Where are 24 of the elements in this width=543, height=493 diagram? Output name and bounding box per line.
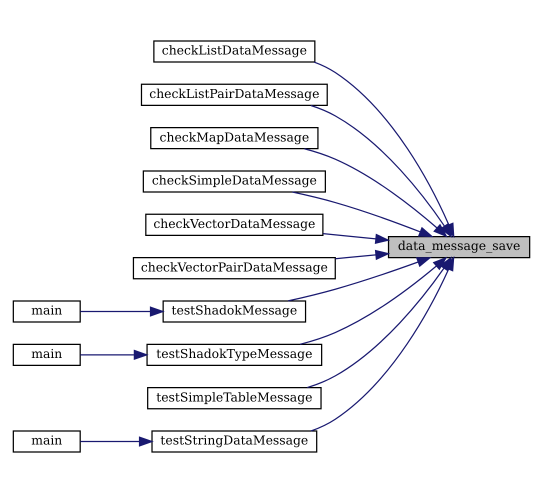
node-box: checkMapDataMessage xyxy=(150,127,319,150)
node-box: testStringDataMessage xyxy=(151,430,318,453)
node-box: main xyxy=(12,344,81,366)
arrow xyxy=(323,233,390,244)
node-box: main xyxy=(12,300,81,323)
arrow xyxy=(80,436,154,447)
node-box: testShadokTypeMessage xyxy=(146,344,322,366)
node-box: testShadokMessage xyxy=(162,300,306,323)
arrow xyxy=(80,350,149,360)
node-box: checkListPairDataMessage xyxy=(140,84,328,106)
arrow xyxy=(335,250,390,260)
node-box: checkVectorPairDataMessage xyxy=(132,257,336,280)
arrow xyxy=(300,256,448,345)
node-box: checkSimpleDataMessage xyxy=(142,170,326,193)
node-box: checkListDataMessage xyxy=(153,40,316,63)
arrow xyxy=(310,104,452,238)
node-box: checkVectorDataMessage xyxy=(145,214,324,236)
arrow xyxy=(304,148,448,238)
node-box: data_message_save xyxy=(388,236,530,258)
arrow xyxy=(80,306,165,317)
arrow xyxy=(288,257,432,302)
arrow xyxy=(292,191,434,238)
node-box: main xyxy=(12,430,81,453)
node-box: testSimpleTableMessage xyxy=(147,387,322,410)
